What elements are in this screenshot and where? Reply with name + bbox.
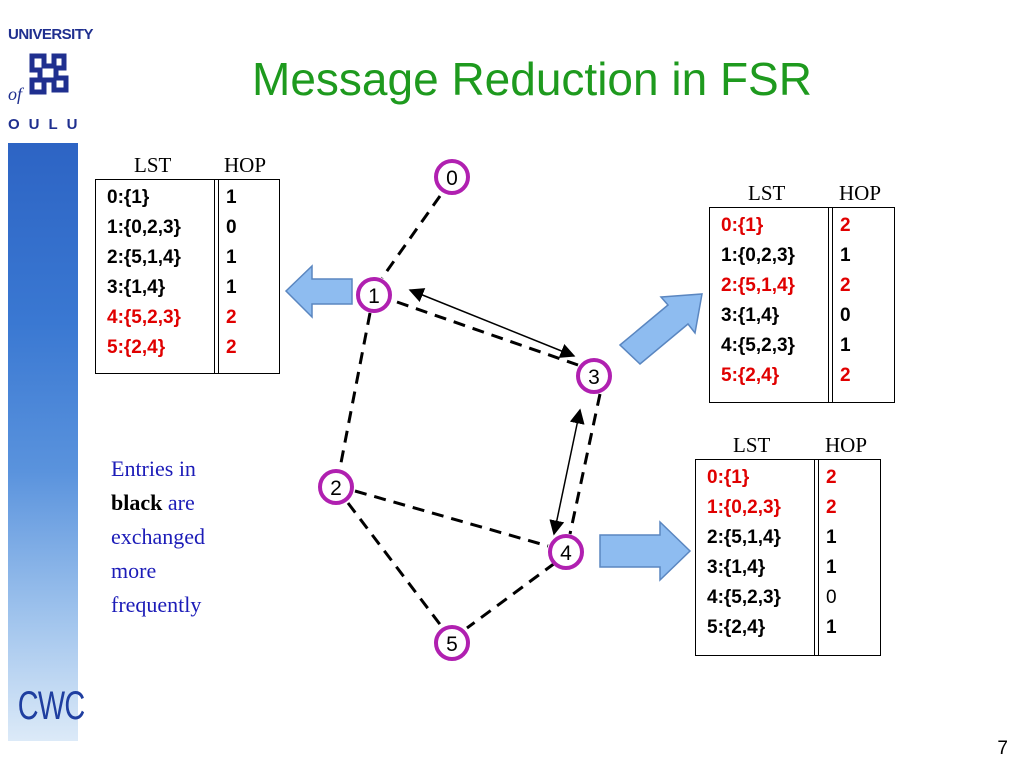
table-node3-hop-1: 1 — [840, 245, 851, 266]
table-node4-hop-header: HOP — [825, 433, 868, 457]
link-2-4 — [354, 489, 549, 548]
table-node4-lst-5: 5:{2,4} — [707, 617, 766, 638]
table-node4-lst-0: 0:{1} — [707, 467, 750, 488]
table-node1-lst-1: 1:{0,2,3} — [107, 217, 181, 238]
note-line-3: exchanged — [111, 524, 206, 549]
logo-oulu-text: OULU — [8, 116, 87, 133]
table-node4-hop-1: 2 — [826, 497, 837, 518]
node-4-label: 4 — [560, 542, 572, 565]
page-number: 7 — [997, 738, 1008, 759]
note-line-1: Entries in — [111, 456, 196, 481]
table-node3-hop-5: 2 — [840, 365, 851, 386]
table-node1-lst-4: 4:{5,2,3} — [107, 307, 181, 328]
table-node3-hop-0: 2 — [840, 215, 851, 236]
table-node4-divider — [814, 460, 819, 655]
exchange-arrow-3-4 — [549, 408, 585, 536]
table-node4-hop-2: 1 — [826, 527, 837, 548]
university-logo — [29, 53, 69, 95]
link-2-5 — [346, 502, 444, 628]
node-5-label: 5 — [446, 633, 458, 656]
node-0-label: 0 — [446, 167, 458, 190]
table-node4-lst-4: 4:{5,2,3} — [707, 587, 781, 608]
table-node4-hop-5: 1 — [826, 617, 837, 638]
table-node3-lst-header: LST — [748, 181, 786, 205]
table-node4-hop-4: 0 — [826, 587, 837, 608]
table-node3: 0:{1} 1:{0,2,3} 2:{5,1,4} 3:{1,4} 4:{5,2… — [709, 207, 895, 403]
decorative-sidebar — [8, 143, 78, 741]
logo-of-text: of — [8, 84, 23, 104]
table-node3-lst-5: 5:{2,4} — [721, 365, 780, 386]
node-4 — [548, 534, 584, 570]
note-bold-word: black — [111, 490, 163, 515]
table-node1-divider — [214, 180, 219, 373]
table-node4-lst-header: LST — [733, 433, 771, 457]
table-node3-lst-1: 1:{0,2,3} — [721, 245, 795, 266]
node-1-label: 1 — [368, 285, 380, 308]
node-3-label: 3 — [588, 366, 600, 389]
table-node3-divider — [828, 208, 833, 402]
table-node4-lst-2: 2:{5,1,4} — [707, 527, 781, 548]
slide-title: Message Reduction in FSR — [252, 53, 812, 105]
link-0-1 — [380, 195, 442, 279]
node-1 — [356, 277, 392, 313]
table-node4-lst-3: 3:{1,4} — [707, 557, 766, 578]
logo-university-text: UNIVERSITY — [8, 26, 94, 43]
node-5 — [434, 625, 470, 661]
table-node4: 0:{1} 1:{0,2,3} 2:{5,1,4} 3:{1,4} 4:{5,2… — [695, 459, 881, 656]
table-node3-hop-2: 2 — [840, 275, 851, 296]
arrow-node3-table — [618, 293, 703, 366]
table-node1-lst-header: LST — [134, 153, 172, 177]
note-line-5: frequently — [111, 592, 202, 617]
link-1-3 — [396, 300, 579, 367]
table-node1-lst-3: 3:{1,4} — [107, 277, 166, 298]
table-node1-lst-5: 5:{2,4} — [107, 337, 166, 358]
table-node4-lst-1: 1:{0,2,3} — [707, 497, 781, 518]
table-node4-hop-3: 1 — [826, 557, 837, 578]
table-node1-hop-header: HOP — [224, 153, 267, 177]
note-line-2: black are — [111, 486, 251, 520]
node-2 — [318, 469, 354, 505]
table-node3-hop-3: 0 — [840, 305, 851, 326]
table-node3-lst-4: 4:{5,2,3} — [721, 335, 795, 356]
note-line-2-rest: are — [162, 490, 195, 515]
table-node1-lst-0: 0:{1} — [107, 187, 150, 208]
node-3 — [576, 358, 612, 394]
table-node1: 0:{1} 1:{0,2,3} 2:{5,1,4} 3:{1,4} 4:{5,2… — [95, 179, 280, 374]
table-node1-hop-5: 2 — [226, 337, 237, 358]
table-node1-hop-3: 1 — [226, 277, 237, 298]
table-node3-lst-0: 0:{1} — [721, 215, 764, 236]
link-4-5 — [466, 561, 556, 630]
link-3-4 — [568, 393, 602, 535]
node-0 — [434, 159, 470, 195]
table-node1-hop-0: 1 — [226, 187, 237, 208]
table-node1-hop-2: 1 — [226, 247, 237, 268]
table-node4-hop-0: 2 — [826, 467, 837, 488]
arrow-node4-table — [599, 520, 692, 582]
exchange-arrow-1-3 — [408, 288, 576, 358]
arrow-node1-table — [284, 264, 353, 319]
table-node3-lst-3: 3:{1,4} — [721, 305, 780, 326]
table-node3-hop-header: HOP — [839, 181, 882, 205]
table-node1-hop-1: 0 — [226, 217, 237, 238]
table-node1-lst-2: 2:{5,1,4} — [107, 247, 181, 268]
table-node1-hop-4: 2 — [226, 307, 237, 328]
note-text: Entries in black are exchanged more freq… — [111, 452, 251, 622]
table-node3-lst-2: 2:{5,1,4} — [721, 275, 795, 296]
note-line-4: more — [111, 558, 157, 583]
link-1-2 — [338, 312, 372, 469]
node-2-label: 2 — [330, 477, 342, 500]
table-node3-hop-4: 1 — [840, 335, 851, 356]
